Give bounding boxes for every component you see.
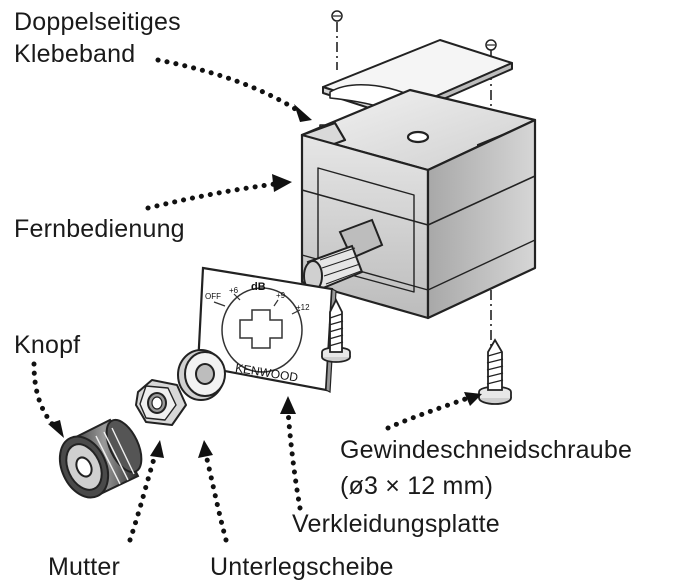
plate-off-text: OFF: [205, 292, 221, 301]
remote-control-body: [300, 88, 537, 320]
label-nut: Mutter: [48, 553, 121, 581]
label-double-sided-tape-line1: Doppelseitiges: [14, 8, 181, 36]
label-tapping-screw-line2: (ø3 × 12 mm): [340, 472, 494, 500]
washer: [177, 349, 226, 401]
control-knob: [58, 418, 143, 499]
plate-mark-3-text: +12: [296, 303, 310, 312]
leader-remote: [145, 181, 278, 211]
label-escutcheon-plate: Verkleidungsplatte: [292, 510, 500, 538]
leader-plate: [285, 407, 303, 511]
label-washer: Unterlegscheibe: [210, 553, 394, 581]
arrowhead-plate: [280, 396, 296, 414]
arrowhead-tape: [294, 104, 312, 122]
plate-mark-1-text: +6: [229, 286, 239, 295]
arrowhead-knob: [48, 420, 64, 438]
plate-unit-text: dB: [251, 281, 266, 293]
label-remote-control: Fernbedienung: [14, 215, 185, 243]
leader-screw: [385, 395, 471, 431]
arrowhead-screw: [464, 392, 482, 406]
leader-washer: [203, 452, 229, 543]
label-double-sided-tape-line2: Klebeband: [14, 40, 136, 68]
arrowhead-nut: [150, 440, 164, 458]
tapping-screw-left: [321, 297, 351, 363]
label-knob: Knopf: [14, 331, 81, 359]
plate-mark-2-text: +9: [276, 291, 286, 300]
arrowhead-washer: [198, 440, 213, 458]
nut: [135, 379, 187, 426]
escutcheon-plate: dB OFF +6 +9 +12 KENWOOD: [196, 266, 337, 393]
leader-nut: [127, 449, 159, 543]
label-tapping-screw-line1: Gewindeschneidschraube: [340, 436, 633, 464]
tapping-screw-right: [478, 338, 512, 405]
arrowhead-remote: [272, 174, 292, 192]
leader-knob: [31, 361, 57, 429]
leader-tape: [155, 57, 303, 115]
control-shaft: [303, 218, 384, 292]
